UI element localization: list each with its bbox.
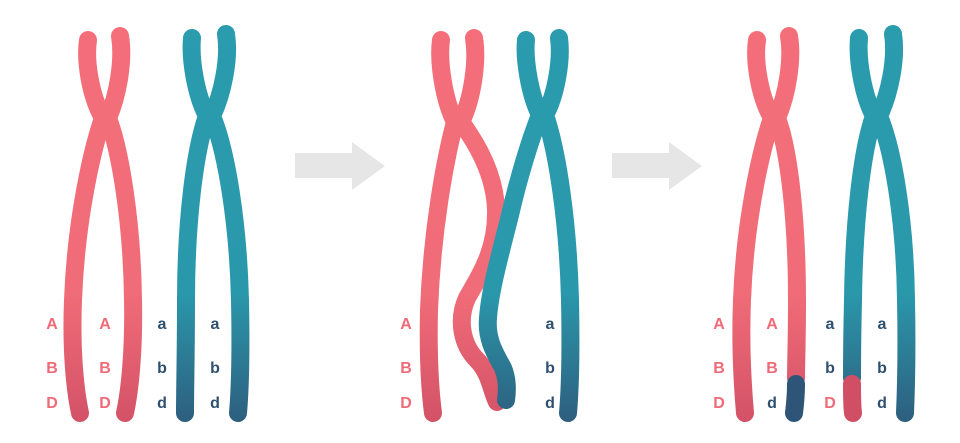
gene-label: B [46,360,58,377]
gene-label: b [545,360,555,377]
gene-label: d [157,395,167,412]
red-chromosome-middle [419,29,506,422]
gene-label: a [546,316,555,333]
gene-label: a [158,316,167,333]
red-chromatid-1 [63,31,112,422]
gene-label: d [210,395,220,412]
gene-label: A [713,316,725,333]
stage-3-labels: A A a a B B b b D d D d [713,316,887,412]
gene-label: b [157,360,167,377]
right-arrow-icon-1 [295,142,385,190]
teal-chromosome-left [176,25,250,422]
stage-1-chromosomes [63,25,250,422]
gene-label: D [46,395,58,412]
gene-label: a [878,316,887,333]
gene-label: a [211,316,220,333]
gene-label: D [824,395,836,412]
gene-label: d [545,395,555,412]
gene-label: d [767,395,777,412]
red-chromosome-right [732,27,806,422]
stage-3-chromosomes [732,25,916,422]
gene-label: D [400,395,412,412]
red-chromatid-crossing [452,29,506,411]
gene-label: B [400,360,412,377]
teal-chromatid-2 [203,25,250,422]
red-chromatid-4 [732,31,781,422]
gene-label: D [99,395,111,412]
stage-2-labels: A a B b D d [400,316,555,412]
teal-chromatid-4-upper [843,29,883,387]
gene-label: A [46,316,58,333]
gene-label: a [826,316,835,333]
teal-chromatid-5 [870,25,916,422]
red-chromatid-3 [419,31,464,422]
gene-label: b [825,360,835,377]
stage-2-chromosomes [419,29,580,422]
stage-1-labels: A A a a B B b b D D d d [46,316,220,412]
gene-label: b [210,360,220,377]
gene-label: b [877,360,887,377]
gene-label: B [99,360,111,377]
gene-label: d [877,395,887,412]
gene-label: D [713,395,725,412]
teal-chromatid-4-red-tip [843,375,862,422]
teal-chromosome-right [843,25,916,422]
gene-label: B [766,360,778,377]
teal-chromatid-1 [176,29,216,422]
gene-label: A [400,316,412,333]
red-chromosome-left [63,27,143,422]
red-chromatid-5-teal-tip [785,375,805,422]
gene-label: B [713,360,725,377]
red-chromatid-5-upper [768,27,806,387]
gene-label: A [99,316,111,333]
teal-chromatid-3 [536,29,580,422]
teal-chromosome-middle [478,29,580,422]
right-arrow-icon-2 [612,142,702,190]
gene-label: A [766,316,778,333]
red-chromatid-2 [99,27,143,422]
